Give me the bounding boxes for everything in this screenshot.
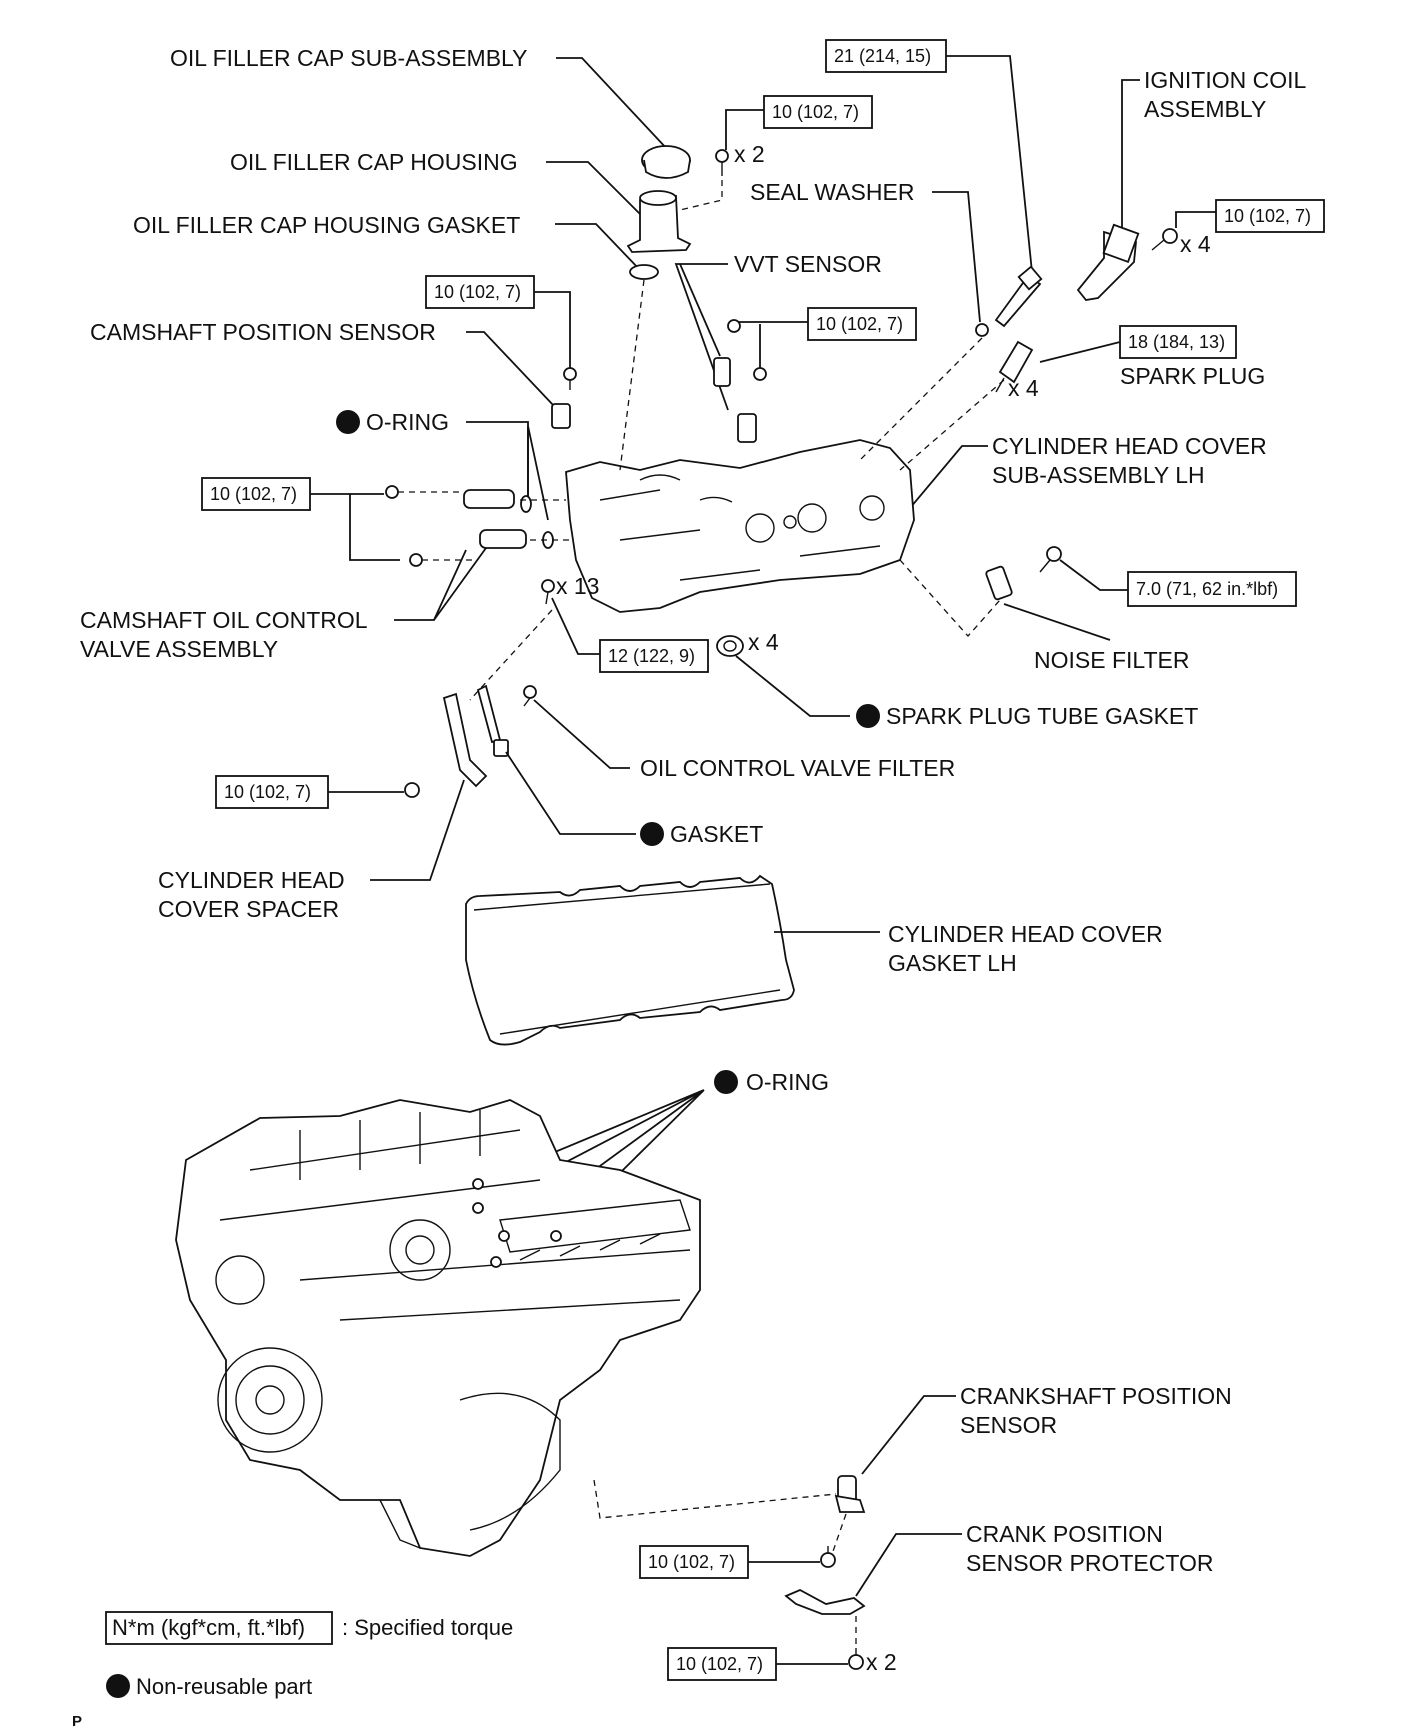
- label-oil-filler-gasket: OIL FILLER CAP HOUSING GASKET: [133, 212, 520, 238]
- protector-bolt-part: [848, 1648, 864, 1670]
- torque-box-spark-plug: [1119, 325, 1237, 359]
- torque-box-ignition: [1215, 199, 1325, 233]
- label-noise-filter: NOISE FILTER: [1034, 647, 1190, 673]
- qty-tube-gaskets: x 4: [748, 629, 779, 655]
- vvt-sensor-part: [713, 357, 757, 443]
- torque-spark-plug: 18 (184, 13): [1128, 332, 1225, 352]
- cylinder-head-cover-part: [565, 439, 915, 613]
- label-ocv-2: VALVE ASSEMBLY: [80, 636, 278, 662]
- label-ocv-1: CAMSHAFT OIL CONTROL: [80, 607, 368, 633]
- torque-box-spacer: [215, 775, 329, 809]
- label-cover-gasket-2: GASKET LH: [888, 950, 1017, 976]
- noise-filter-part: [985, 565, 1013, 601]
- torque-box-crank-sensor: [639, 1545, 749, 1579]
- label-crank-protector-1: CRANK POSITION: [966, 1521, 1163, 1547]
- torque-housing: 10 (102, 7): [772, 102, 859, 122]
- vvt-bolt-part: [727, 319, 767, 381]
- coil-long-bolt-part: [994, 265, 1043, 328]
- noise-filter-bolt-part: [1039, 546, 1062, 573]
- torque-ignition: 10 (102, 7): [1224, 206, 1311, 226]
- qty-ignition-bolts: x 4: [1180, 231, 1211, 257]
- cam-sensor-bolt-part: [563, 367, 577, 390]
- spacer-bolt-part: [404, 782, 420, 798]
- cylinder-head-spacer-part: [442, 692, 488, 788]
- seal-washer-part: [975, 323, 989, 337]
- o-ring-part-1: [520, 495, 532, 513]
- label-spark-plug-tube-gasket: SPARK PLUG TUBE GASKET: [886, 703, 1198, 729]
- torque-cam-sensor: 10 (102, 7): [434, 282, 521, 302]
- qty-spark-plugs: x 4: [1008, 375, 1039, 401]
- label-camshaft-position-sensor: CAMSHAFT POSITION SENSOR: [90, 319, 436, 345]
- qty-protector-bolts: x 2: [866, 1649, 897, 1675]
- label-crank-sensor-2: SENSOR: [960, 1412, 1057, 1438]
- ocv-filter-part: [476, 684, 537, 744]
- legend-torque-box: [105, 1611, 333, 1645]
- torque-box-noise-filter: [1127, 571, 1297, 607]
- torque-protector: 10 (102, 7): [676, 1654, 763, 1674]
- non-reusable-mark-engine-oring: [714, 1070, 738, 1094]
- label-o-ring-top: O-RING: [366, 409, 449, 435]
- oil-filler-cap-part: [641, 145, 691, 179]
- label-o-ring-engine: O-RING: [746, 1069, 829, 1095]
- torque-box-ocv: [201, 477, 311, 511]
- torque-box-cover: [599, 639, 709, 673]
- label-crank-sensor-1: CRANKSHAFT POSITION: [960, 1383, 1232, 1409]
- housing-gasket-part: [629, 264, 659, 280]
- legend-torque-desc: : Specified torque: [342, 1615, 513, 1640]
- torque-box-coil-top: [825, 39, 947, 73]
- ignition-coil-part: [1076, 223, 1140, 301]
- label-spark-plug: SPARK PLUG: [1120, 363, 1265, 389]
- torque-ocv: 10 (102, 7): [210, 484, 297, 504]
- ocv-valve-part: [463, 489, 527, 549]
- qty-housing-bolts: x 2: [734, 141, 765, 167]
- non-reusable-mark-tube-gasket: [856, 704, 880, 728]
- oil-filler-housing-part: [626, 190, 692, 253]
- label-cover-gasket-1: CYLINDER HEAD COVER: [888, 921, 1163, 947]
- qty-cover-bolts: x 13: [556, 573, 599, 599]
- crank-sensor-part: [834, 1475, 866, 1513]
- legend-non-reusable-dot: [106, 1674, 130, 1698]
- cover-bolt-part: [541, 579, 555, 605]
- torque-box-vvt: [807, 307, 917, 341]
- label-ignition-coil-2: ASSEMBLY: [1144, 96, 1266, 122]
- gasket-part: [493, 739, 509, 757]
- label-oil-filler-housing: OIL FILLER CAP HOUSING: [230, 149, 518, 175]
- torque-noise-filter: 7.0 (71, 62 in.*lbf): [1136, 579, 1278, 599]
- corner-mark: P: [72, 1713, 82, 1730]
- legend-torque-units: N*m (kgf*cm, ft.*lbf): [112, 1615, 305, 1640]
- label-ocv-filter: OIL CONTROL VALVE FILTER: [640, 755, 955, 781]
- label-cyl-head-cover-2: SUB-ASSEMBLY LH: [992, 462, 1205, 488]
- torque-cover: 12 (122, 9): [608, 646, 695, 666]
- cam-sensor-part: [551, 403, 571, 429]
- label-crank-protector-2: SENSOR PROTECTOR: [966, 1550, 1214, 1576]
- label-spacer-2: COVER SPACER: [158, 896, 339, 922]
- label-vvt-sensor: VVT SENSOR: [734, 251, 882, 277]
- non-reusable-mark-oring: [336, 410, 360, 434]
- torque-vvt: 10 (102, 7): [816, 314, 903, 334]
- torque-coil-top: 21 (214, 15): [834, 46, 931, 66]
- ocv-bolt-part: [385, 485, 423, 567]
- label-spacer-1: CYLINDER HEAD: [158, 867, 345, 893]
- legend-non-reusable: Non-reusable part: [136, 1674, 312, 1699]
- label-seal-washer: SEAL WASHER: [750, 179, 914, 205]
- label-ignition-coil-1: IGNITION COIL: [1144, 67, 1307, 93]
- crank-sensor-bolt-part: [820, 1546, 836, 1568]
- crank-protector-part: [784, 1589, 866, 1615]
- torque-box-protector: [667, 1647, 777, 1681]
- torque-box-cam-sensor: [425, 275, 535, 309]
- engine-block-part: [175, 1099, 701, 1557]
- ignition-bolt-part: [1151, 228, 1178, 251]
- torque-spacer: 10 (102, 7): [224, 782, 311, 802]
- label-oil-filler-cap: OIL FILLER CAP SUB-ASSEMBLY: [170, 45, 527, 71]
- non-reusable-mark-gasket: [640, 822, 664, 846]
- cover-gasket-part: [465, 874, 795, 1046]
- torque-box-housing: [763, 95, 873, 129]
- housing-bolt-part: [715, 149, 729, 176]
- label-cyl-head-cover-1: CYLINDER HEAD COVER: [992, 433, 1267, 459]
- label-gasket: GASKET: [670, 821, 763, 847]
- spark-plug-tube-gasket-part: [716, 635, 744, 657]
- torque-crank-sensor: 10 (102, 7): [648, 1552, 735, 1572]
